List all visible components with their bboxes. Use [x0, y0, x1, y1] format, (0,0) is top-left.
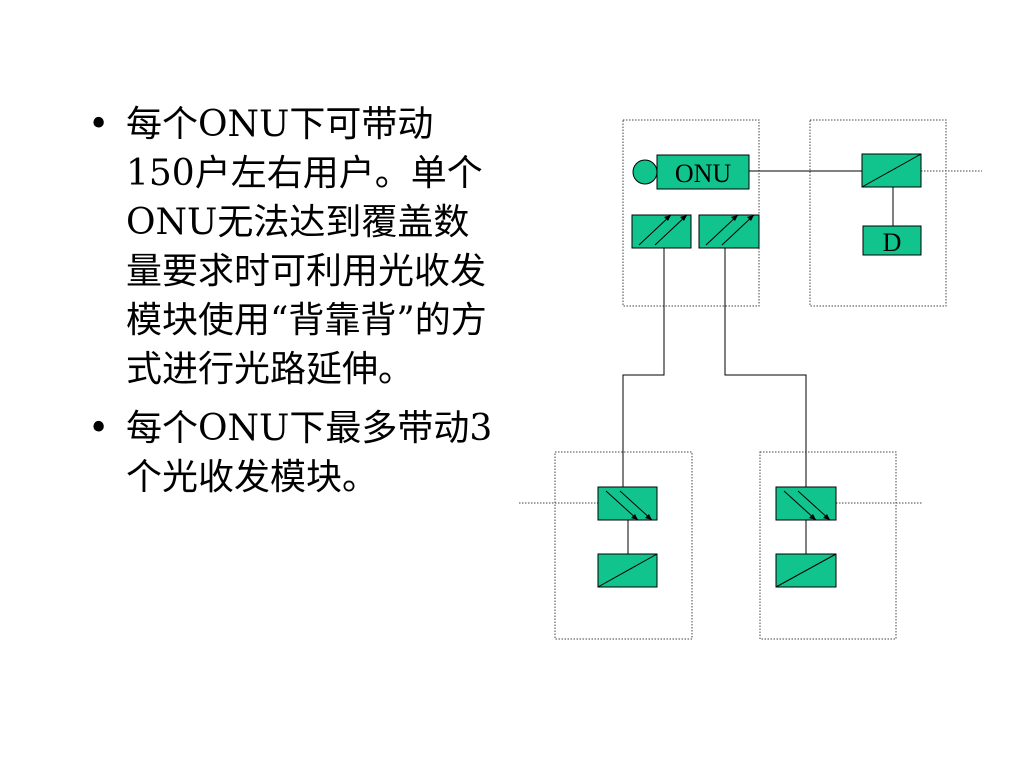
bullet-marker: •	[88, 408, 110, 449]
bullet-item: • 每个ONU下可带动150户左右用户。单个ONU无法达到覆盖数量要求时可利用光…	[88, 100, 498, 394]
arrow-head	[664, 215, 671, 221]
fiber-line-left	[622, 248, 665, 487]
bullet-item: • 每个ONU下最多带动3个光收发模块。	[88, 404, 498, 502]
onu-label: ONU	[675, 159, 732, 188]
d-box	[862, 225, 922, 256]
converter-diagonal	[775, 553, 837, 588]
arrow-line	[619, 490, 653, 521]
arrow-line	[638, 214, 672, 246]
bullet-list: • 每个ONU下可带动150户左右用户。单个ONU无法达到覆盖数量要求时可利用光…	[88, 100, 498, 512]
arrow-head	[823, 514, 830, 520]
arrow-head	[680, 215, 687, 221]
onu-enclosure	[622, 119, 760, 307]
arrow-head	[645, 514, 652, 520]
bullet-text: 每个ONU下可带动150户左右用户。单个ONU无法达到覆盖数量要求时可利用光收发…	[126, 104, 487, 390]
arrow-head	[809, 514, 816, 520]
converter-diagonal	[597, 553, 658, 588]
extender-enclosure-right	[759, 451, 897, 640]
fiber-line-right	[724, 248, 807, 487]
remote-enclosure	[809, 119, 947, 307]
arrow-line	[797, 490, 831, 521]
arrow-line	[654, 214, 688, 246]
d-label: D	[883, 228, 902, 257]
arrow-line	[721, 214, 755, 246]
arrow-head	[631, 514, 638, 520]
arrow-head	[731, 215, 738, 221]
bullet-text: 每个ONU下最多带动3个光收发模块。	[126, 408, 493, 498]
arrow-line	[605, 490, 639, 521]
converter-diagonal	[861, 153, 922, 188]
bullet-marker: •	[88, 104, 110, 145]
onu-box	[656, 154, 750, 190]
arrow-line	[783, 490, 817, 521]
onu-port-circle	[632, 159, 658, 185]
arrow-head	[747, 215, 754, 221]
arrow-line	[705, 214, 739, 246]
